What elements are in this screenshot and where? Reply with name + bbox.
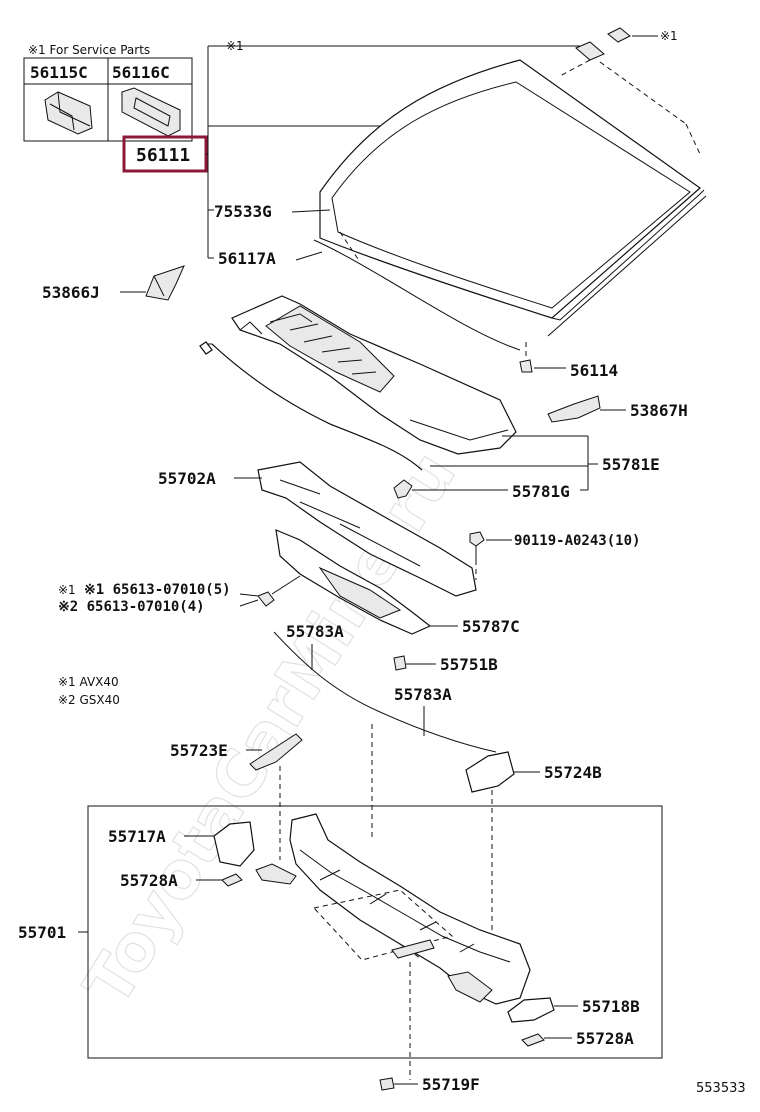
part-label-55724b[interactable]: 55724B [544,763,602,782]
part-clip-top [575,41,605,61]
part-55728a-1-drawing [221,873,243,887]
part-56116c-drawing [121,87,181,137]
part-55781g-drawing [393,479,413,499]
part-53866j-drawing [145,265,185,301]
part-label-55783a-2[interactable]: 55783A [394,685,452,704]
part-label-65613-2[interactable]: ※2 65613-07010(4) [58,599,205,615]
part-56114-drawing [519,359,533,373]
part-label-53866j[interactable]: 53866J [42,283,100,302]
part-55728a-2-drawing [521,1033,545,1047]
part-label-65613-1[interactable]: ※1 65613-07010(5) [84,582,231,598]
part-55717a-drawing [213,821,255,867]
part-label-55701[interactable]: 55701 [18,923,66,942]
note-avx40: ※1 AVX40 [58,675,119,689]
cowl-top-panel [231,295,517,455]
part-label-56111[interactable]: 56111 [136,145,190,166]
part-56115c-drawing [44,91,93,135]
part-label-55728a-1[interactable]: 55728A [120,871,178,890]
part-55787c-drawing [275,529,432,635]
note-gsx40: ※2 GSX40 [58,693,120,707]
part-55718b-drawing [507,997,555,1023]
part-label-75533g[interactable]: 75533G [214,202,272,221]
part-label-55781g[interactable]: 55781G [512,482,570,501]
part-label-55728a-2[interactable]: 55728A [576,1029,634,1048]
part-55719f-drawing [379,1077,395,1091]
star-note-top: ※1 [226,39,244,53]
part-90119-drawing [469,531,485,560]
diagram-id: 553533 [696,1081,746,1096]
part-55701-drawing [255,813,531,1005]
part-label-90119[interactable]: 90119-A0243(10) [514,533,640,549]
part-label-55781e[interactable]: 55781E [602,455,660,474]
part-label-56114[interactable]: 56114 [570,361,618,380]
part-label-55783a-1[interactable]: 55783A [286,622,344,641]
windshield-glass [319,59,701,319]
star-note-1: ※1 [58,583,76,597]
service-parts-note: ※1 For Service Parts [28,43,150,57]
part-55751b-drawing [393,655,407,671]
star-note-right: ※1 [660,29,678,43]
part-label-56116c[interactable]: 56116C [112,63,170,82]
part-55724b-drawing [465,751,515,793]
part-label-55723e[interactable]: 55723E [170,741,228,760]
part-label-53867h[interactable]: 53867H [630,401,688,420]
part-label-56117a[interactable]: 56117A [218,249,276,268]
part-55781e-drawing [199,341,423,471]
part-label-56115c[interactable]: 56115C [30,63,88,82]
part-label-55717a[interactable]: 55717A [108,827,166,846]
part-label-55751b[interactable]: 55751B [440,655,498,674]
part-53867h-drawing [547,395,601,423]
bracket-center [391,939,435,959]
part-label-55718b[interactable]: 55718B [582,997,640,1016]
part-label-55719f[interactable]: 55719F [422,1075,480,1094]
part-55702a-drawing [257,461,477,597]
part-label-55702a[interactable]: 55702A [158,469,216,488]
part-label-55787c[interactable]: 55787C [462,617,520,636]
part-65613-drawing [257,591,275,607]
part-clip-right [607,27,631,43]
part-55723e-drawing [249,733,303,771]
